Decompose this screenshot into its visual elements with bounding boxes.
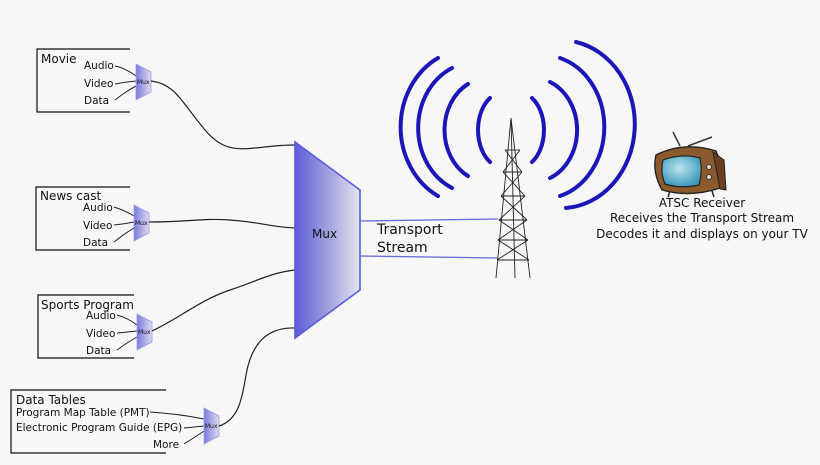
small-mux [136, 313, 153, 351]
wire-movie [150, 80, 296, 150]
main-mux: Mux [294, 140, 361, 340]
group-bracket [35, 186, 130, 251]
radio-waves-icon [398, 40, 637, 210]
group-title: Data Tables [16, 393, 86, 407]
stream-label-audio: Audio [84, 60, 114, 72]
stream-label-pmt: Program Map Table (PMT) [16, 407, 150, 419]
receiver-title: ATSC Receiver [659, 196, 745, 210]
wire-news [148, 218, 296, 229]
group-title: Movie [41, 52, 77, 66]
transport-line-bottom [359, 255, 499, 259]
small-mux-label: Mux [135, 220, 148, 227]
stream-label-video: Video [86, 328, 115, 340]
input-wires [116, 314, 138, 351]
tv-icon [654, 131, 727, 198]
group-news-cast: News cast Audio Video Data Mux [35, 186, 150, 251]
wire-sports [151, 269, 296, 332]
input-wires [114, 65, 137, 101]
main-mux-shape [294, 140, 361, 340]
stream-label-audio: Audio [86, 310, 116, 322]
small-mux [135, 63, 152, 101]
mux-connectors [148, 80, 296, 427]
transport-label-line2: Stream [377, 240, 428, 256]
group-bracket [37, 294, 134, 359]
stream-label-audio: Audio [83, 202, 113, 214]
stream-label-data: Data [86, 345, 111, 357]
transport-line-top [359, 218, 499, 222]
transport-label-line1: Transport [376, 222, 443, 238]
group-sports-program: Sports Program Audio Video Data Mux [37, 294, 153, 359]
stream-label-epg: Electronic Program Guide (EPG) [16, 422, 182, 434]
small-mux-label: Mux [137, 79, 150, 86]
broadcast-tower-icon [495, 117, 531, 279]
input-wires [113, 206, 135, 243]
group-data-tables: Data Tables Program Map Table (PMT) Elec… [10, 389, 220, 454]
small-mux-label: Mux [205, 423, 218, 430]
small-mux-label: Mux [138, 329, 151, 336]
small-mux [133, 204, 150, 242]
group-bracket [36, 48, 130, 113]
stream-label-data: Data [84, 95, 109, 107]
group-movie: Movie Audio Video Data Mux [36, 48, 152, 113]
small-mux [203, 407, 220, 445]
main-mux-label: Mux [312, 227, 337, 241]
wire-data-tables [218, 327, 296, 427]
transport-stream: Transport Stream [359, 218, 499, 259]
group-title: Sports Program [41, 298, 134, 312]
stream-label-video: Video [84, 78, 113, 90]
receiver-line-2: Receives the Transport Stream [610, 211, 794, 225]
group-bracket [10, 389, 166, 454]
stream-label-more: More [153, 439, 179, 451]
receiver-line-3: Decodes it and displays on your TV [596, 227, 808, 241]
stream-label-data: Data [83, 237, 108, 249]
input-wires [149, 411, 205, 445]
receiver-caption: ATSC Receiver Receives the Transport Str… [596, 196, 808, 241]
group-title: News cast [40, 189, 101, 203]
stream-label-video: Video [83, 220, 112, 232]
